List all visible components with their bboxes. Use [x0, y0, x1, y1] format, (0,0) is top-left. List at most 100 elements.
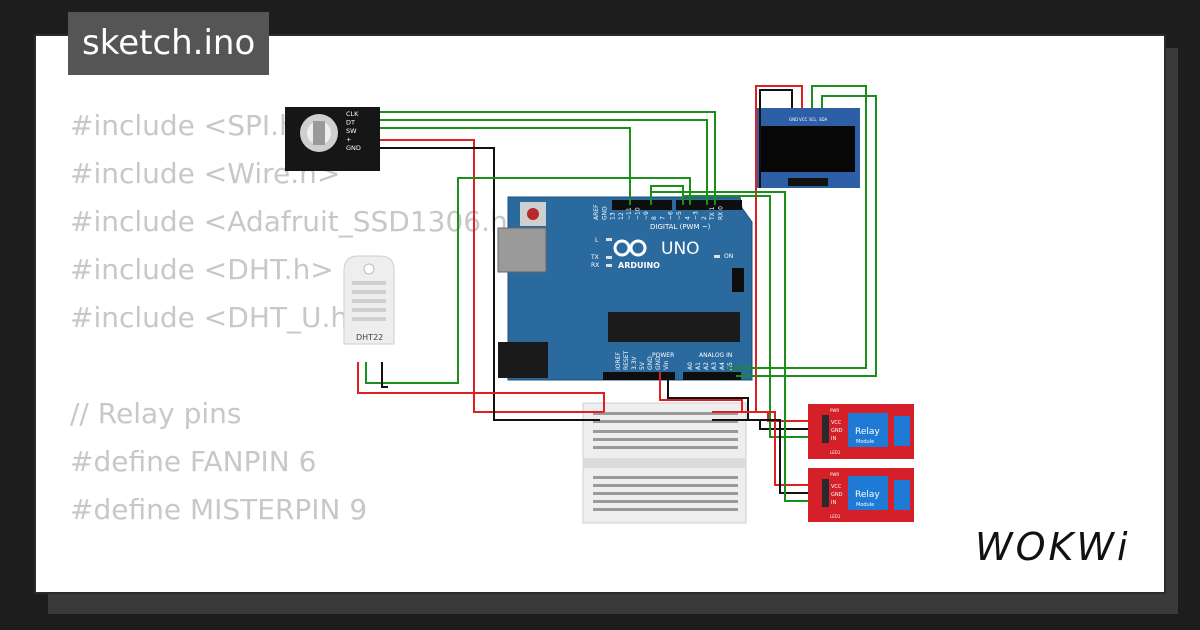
pin-label: GND — [647, 356, 654, 370]
relay-led-label: LED1 — [830, 514, 841, 519]
wire-green — [728, 85, 867, 369]
wires — [357, 85, 877, 502]
oled-pin-label: SCL — [809, 117, 817, 122]
relay-pin-vcc: VCC — [831, 420, 842, 426]
wire-green — [365, 177, 691, 384]
pin-label: A4 — [719, 362, 726, 370]
oled-pin-label: GND — [789, 117, 798, 122]
pin-label: AREF — [593, 204, 600, 220]
arduino-brand: ARDUINO — [618, 261, 660, 270]
relay-title: Relay — [855, 490, 880, 500]
pin-label: RX 0 — [718, 206, 725, 220]
wire-green — [650, 191, 808, 502]
relay-pin-in: IN — [831, 436, 836, 442]
wire-green — [682, 195, 808, 438]
pin-label: ~10 — [635, 207, 642, 220]
led-label-rx: RX — [591, 262, 599, 269]
wire-red — [357, 362, 605, 412]
dht22-sensor[interactable]: DHT22 — [343, 255, 395, 345]
arduino-uno-board[interactable]: UNO ARDUINO DIGITAL (PWM ~) POWER ANALOG… — [497, 196, 753, 381]
pin-label: ~9 — [643, 211, 650, 220]
pin-label: A0 — [687, 362, 694, 370]
dht-label: DHT22 — [356, 333, 383, 342]
relay-pin-gnd: GND — [831, 428, 843, 434]
relay-led-label: LED1 — [830, 450, 841, 455]
relay-terminals: NO COM NC — [914, 422, 920, 452]
pin-label: 7 — [659, 216, 666, 220]
wire-green — [380, 119, 708, 205]
relay-pwr-label: PWR — [830, 472, 839, 477]
pin-label: A5 — [727, 362, 734, 370]
pin-label: A2 — [703, 362, 710, 370]
relay-module-mister[interactable]: Relay Module PWR LED1 VCC GND IN NO COM … — [808, 468, 920, 522]
relay-pwr-label: PWR — [830, 408, 839, 413]
code-line: // Rotary Encoder pins — [70, 582, 531, 592]
pin-label: GND — [655, 356, 662, 370]
relay-subtitle: Module — [856, 439, 874, 445]
wire-red — [712, 411, 808, 486]
pin-label: 12 — [618, 212, 625, 220]
breadboard — [582, 402, 747, 524]
relay-title: Relay — [855, 427, 880, 437]
pin-label: 4 — [684, 216, 691, 220]
pin-label: IOREF — [615, 352, 622, 370]
pin-label: A3 — [711, 362, 718, 370]
oled-pin-label: VCC — [799, 117, 808, 122]
relay-module-fan[interactable]: Relay Module PWR LED1 VCC GND IN NO COM … — [808, 404, 920, 459]
encoder-pin-label: SW — [346, 127, 357, 135]
file-tab[interactable]: sketch.ino — [68, 12, 270, 75]
pin-label: RESET — [623, 350, 630, 370]
relay-terminals: NO COM NC — [914, 486, 920, 516]
code-line: #include <Wire.h> — [70, 157, 341, 190]
pin-label: A1 — [695, 362, 702, 370]
encoder-pin-label: DT — [346, 119, 355, 127]
pin-label: ~11 — [626, 207, 633, 220]
wire-green — [736, 95, 877, 377]
pin-label: 5V — [639, 361, 646, 370]
relay-pin-in: IN — [831, 500, 836, 506]
led-label-l: L — [595, 237, 599, 244]
pin-label: ~6 — [668, 211, 675, 220]
pin-label: Vin — [663, 360, 670, 370]
arduino-model: UNO — [661, 239, 700, 259]
wire-black — [712, 419, 808, 494]
pin-label: 13 — [610, 212, 617, 220]
wire-red — [380, 139, 604, 413]
relay-subtitle: Module — [856, 502, 874, 508]
pin-label: 8 — [651, 216, 658, 220]
oled-pin-label: SDA — [819, 117, 828, 122]
wire-black — [381, 362, 388, 388]
relay-pin-vcc: VCC — [831, 484, 842, 490]
power-label: POWER — [652, 352, 674, 359]
code-line: #define FANPIN 6 — [70, 445, 317, 478]
wire-black — [380, 147, 600, 421]
code-line: #include <DHT.h> — [70, 253, 334, 286]
analog-label: ANALOG IN — [699, 352, 732, 359]
pin-label: ~5 — [676, 211, 683, 220]
wokwi-logo: WOKWi — [975, 525, 1131, 569]
encoder-pin-label: GND — [346, 144, 361, 152]
code-line: #include <Adafruit_SSD1306.h> — [70, 205, 532, 238]
pin-label: 2 — [701, 216, 708, 220]
wire-black — [759, 89, 793, 188]
led-label-tx: TX — [590, 254, 599, 261]
pin-label: GND — [601, 206, 608, 220]
led-label-on: ON — [724, 253, 733, 260]
pin-label: 3.3V — [631, 355, 638, 370]
relay-pin-gnd: GND — [831, 492, 843, 498]
encoder-pin-label: CLK — [346, 110, 359, 118]
pin-label: ~3 — [693, 211, 700, 220]
pin-label: TX 1 — [709, 206, 716, 221]
code-line: // Relay pins — [70, 397, 242, 430]
digital-label: DIGITAL (PWM ~) — [650, 223, 711, 231]
wire-green — [380, 127, 631, 205]
wire-green — [380, 111, 716, 205]
